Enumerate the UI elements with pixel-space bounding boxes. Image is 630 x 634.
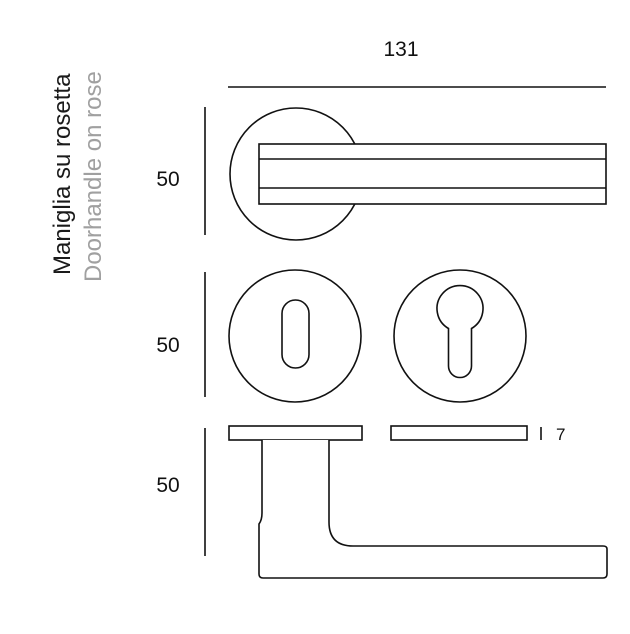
profile-height-label: 50	[156, 474, 179, 497]
handle-on-rose-front-view	[229, 107, 607, 241]
title-block: Maniglia su rosetta	[49, 73, 76, 275]
overall-width-label: 131	[383, 38, 418, 61]
lever-handle	[258, 143, 607, 205]
euro-cylinder-hole	[436, 284, 484, 379]
rose-profile-left	[228, 425, 363, 441]
title-italian: Maniglia su rosetta	[49, 73, 76, 275]
handle-side-profile	[258, 440, 608, 579]
title-block-en: Doorhandle on rose	[80, 71, 107, 282]
title-english: Doorhandle on rose	[80, 71, 107, 282]
rose-profile-right	[390, 425, 528, 441]
keyhole-slot	[281, 299, 310, 369]
lever-profile-outline	[258, 440, 608, 579]
escutcheon-height-label: 50	[156, 334, 179, 357]
key-escutcheon	[228, 269, 362, 403]
handle-rose-height-label: 50	[156, 168, 179, 191]
rose-thickness-label: 7	[556, 425, 565, 444]
cylinder-escutcheon	[393, 269, 527, 403]
